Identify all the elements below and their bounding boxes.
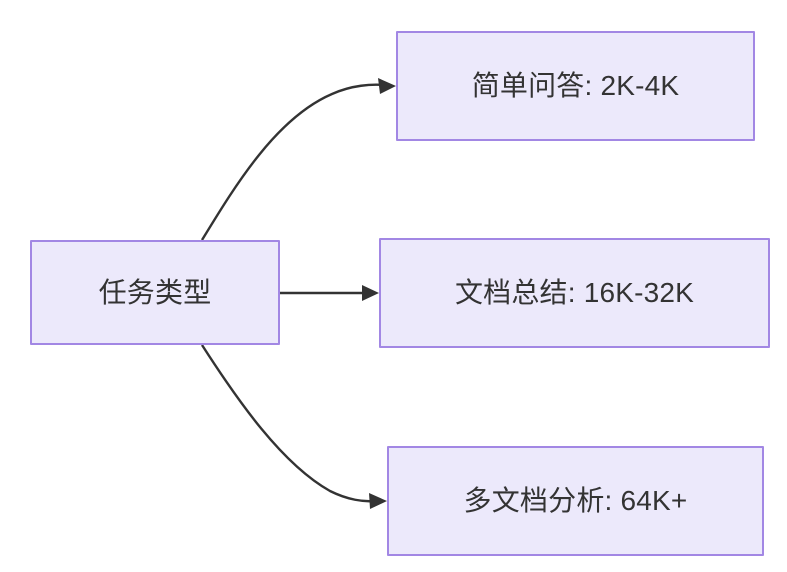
edge-source-to-simple-qa bbox=[200, 78, 396, 241]
node-simple-qa-label: 简单问答: 2K-4K bbox=[471, 70, 680, 102]
edge-source-to-simple-qa-arrowhead bbox=[378, 78, 396, 94]
edge-source-to-multi-doc bbox=[200, 344, 387, 509]
node-task-type[interactable]: 任务类型 bbox=[30, 240, 280, 345]
edge-source-to-multi-doc-path bbox=[200, 344, 376, 503]
node-multi-doc-label: 多文档分析: 64K+ bbox=[463, 485, 688, 517]
edge-source-to-doc-summary-arrowhead bbox=[362, 285, 379, 301]
node-simple-qa[interactable]: 简单问答: 2K-4K bbox=[396, 31, 755, 141]
edge-source-to-doc-summary bbox=[280, 285, 379, 301]
node-task-type-label: 任务类型 bbox=[98, 276, 212, 308]
edge-source-to-multi-doc-arrowhead bbox=[369, 493, 387, 509]
node-doc-summary[interactable]: 文档总结: 16K-32K bbox=[379, 238, 770, 348]
node-multi-doc[interactable]: 多文档分析: 64K+ bbox=[387, 446, 764, 556]
node-doc-summary-label: 文档总结: 16K-32K bbox=[454, 277, 695, 309]
edge-source-to-simple-qa-path bbox=[200, 83, 385, 241]
